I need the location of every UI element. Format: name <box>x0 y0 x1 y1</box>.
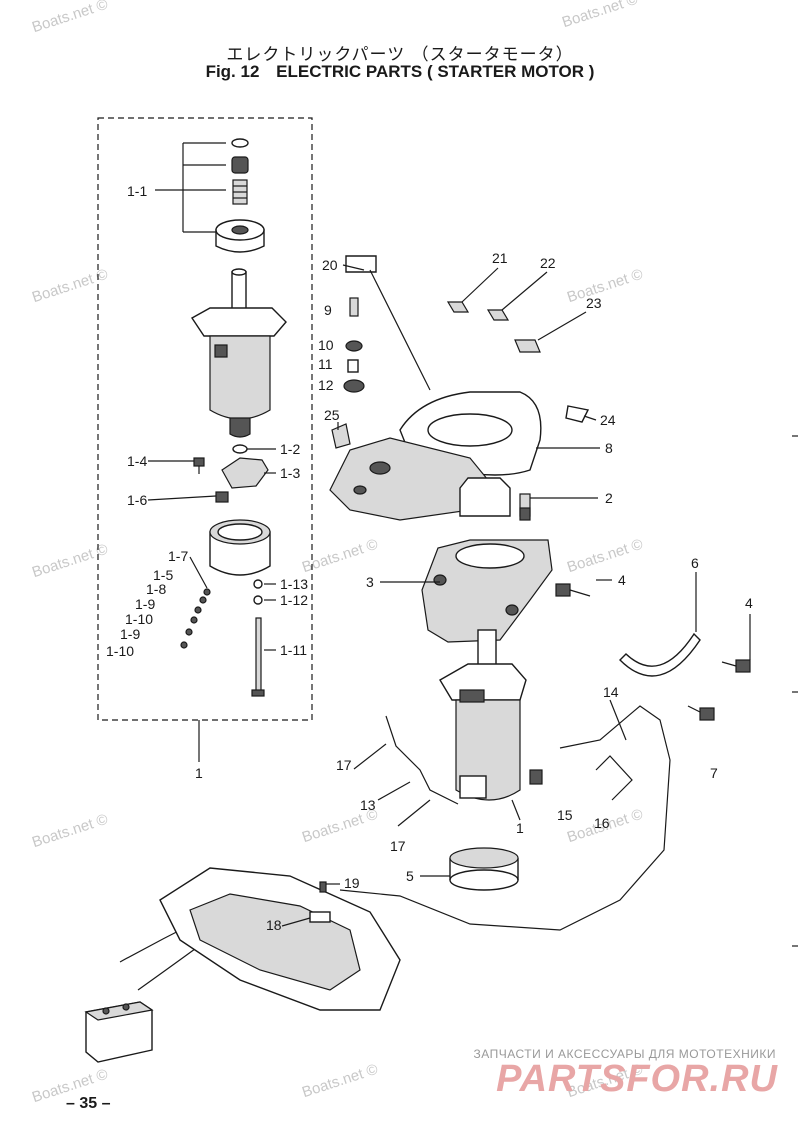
label-1-9: 1-9 <box>120 626 140 642</box>
bolts <box>519 507 751 785</box>
label-3: 3 <box>366 574 374 590</box>
label-24: 24 <box>600 412 616 428</box>
part-labels: 1-1 1-4 1-2 1-3 1-6 1-7 1-5 1-8 1-9 1-10… <box>106 183 753 933</box>
label-1-5: 1-5 <box>153 567 173 583</box>
leader-lines <box>147 264 751 927</box>
label-1-10: 1-10 <box>125 611 153 627</box>
label-15: 15 <box>557 807 573 823</box>
label-1-12: 1-12 <box>280 592 308 608</box>
label-4: 4 <box>745 595 753 611</box>
figure-title: Fig. 12 ELECTRIC PARTS ( STARTER MOTOR ) <box>0 62 800 82</box>
label-19: 19 <box>344 875 360 891</box>
label-1-9: 1-9 <box>135 596 155 612</box>
figure-name: ELECTRIC PARTS ( STARTER MOTOR ) <box>276 62 595 81</box>
label-18: 18 <box>266 917 282 933</box>
label-13: 13 <box>360 797 376 813</box>
label-8: 8 <box>605 440 613 456</box>
pinion-gear-set <box>155 138 265 253</box>
assembly-1-box <box>97 117 313 721</box>
label-25: 25 <box>324 407 340 423</box>
label-10: 10 <box>318 337 334 353</box>
label-1: 1 <box>516 820 524 836</box>
label-11: 11 <box>318 356 333 372</box>
bottom-cowl-and-battery <box>84 867 401 1063</box>
label-1-8: 1-8 <box>146 581 166 597</box>
rubber-ring <box>449 847 519 891</box>
label-1-3: 1-3 <box>280 465 300 481</box>
label-1-7: 1-7 <box>168 548 188 564</box>
starter-motor <box>439 629 527 801</box>
label-9: 9 <box>324 302 332 318</box>
label-1: 1 <box>195 765 203 781</box>
label-1-10: 1-10 <box>106 643 134 659</box>
label-17: 17 <box>336 757 352 773</box>
label-12: 12 <box>318 377 334 393</box>
label-14: 14 <box>603 684 619 700</box>
label-2: 2 <box>605 490 613 506</box>
label-1-6: 1-6 <box>127 492 147 508</box>
title-japanese: エレクトリックパーツ （スタータモータ） <box>226 45 574 65</box>
label-23: 23 <box>586 295 602 311</box>
label-1-4: 1-4 <box>127 453 147 469</box>
label-6: 6 <box>691 555 699 571</box>
label-1-2: 1-2 <box>280 441 300 457</box>
label-17: 17 <box>390 838 406 854</box>
label-20: 20 <box>322 257 338 273</box>
brush-holder-parts <box>180 444 271 697</box>
label-7: 7 <box>710 765 718 781</box>
shop-subtitle: ЗАПЧАСТИ И АКСЕССУАРЫ ДЛЯ МОТОТЕХНИКИ <box>473 1047 776 1061</box>
margin-marks <box>792 435 798 947</box>
motor-band <box>619 632 701 677</box>
page-number: – 35 – <box>66 1095 111 1112</box>
label-21: 21 <box>492 250 508 266</box>
label-5: 5 <box>406 868 414 884</box>
label-1-13: 1-13 <box>280 576 308 592</box>
label-22: 22 <box>540 255 556 271</box>
motor-cover-assembly <box>329 255 590 521</box>
figure-number: Fig. 12 <box>205 62 260 81</box>
label-1-11: 1-11 <box>280 642 307 658</box>
shop-logo: PARTSFOR.RU <box>496 1058 778 1100</box>
label-16: 16 <box>594 815 610 831</box>
label-1-1: 1-1 <box>127 183 147 199</box>
motor-bracket <box>421 539 553 643</box>
label-4: 4 <box>618 572 626 588</box>
starter-motor-exploded <box>190 268 287 438</box>
